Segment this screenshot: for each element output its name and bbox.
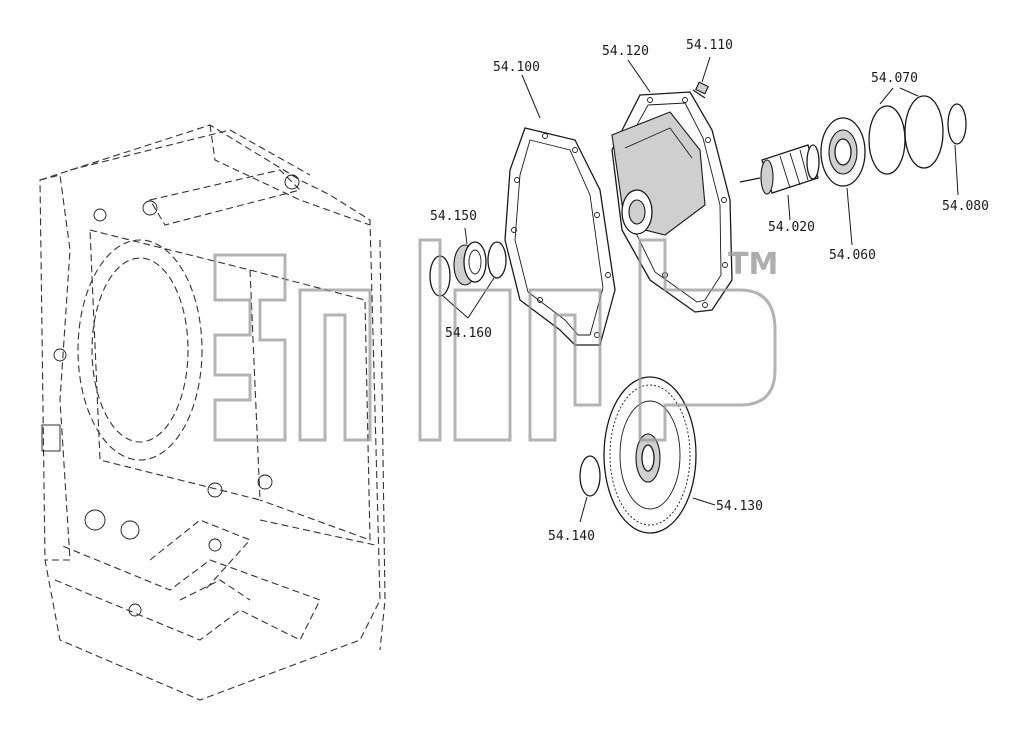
ring-54140 xyxy=(579,455,601,497)
label-54160: 54.160 xyxy=(445,326,492,341)
snap-rings-54070 xyxy=(868,95,944,175)
label-54070: 54.070 xyxy=(871,71,918,86)
label-54140: 54.140 xyxy=(548,529,595,544)
part-labels: 54.100 54.120 54.110 54.070 54.080 54.02… xyxy=(430,38,989,544)
gear-54130 xyxy=(603,376,697,534)
label-54150: 54.150 xyxy=(430,209,477,224)
trademark-mark: TM xyxy=(728,247,778,282)
label-54130: 54.130 xyxy=(716,499,763,514)
leader-lines xyxy=(442,56,959,523)
brand-watermark: TM xyxy=(213,238,778,442)
cover-housing-54120 xyxy=(611,91,733,313)
label-54060: 54.060 xyxy=(829,248,876,263)
bearing-54060 xyxy=(820,117,866,187)
label-54120: 54.120 xyxy=(602,44,649,59)
shaft-54020 xyxy=(739,144,820,195)
label-54100: 54.100 xyxy=(493,60,540,75)
bolt-54110 xyxy=(692,81,709,99)
snap-ring-54080 xyxy=(947,103,967,145)
transmission-housing xyxy=(39,124,386,701)
label-54020: 54.020 xyxy=(768,220,815,235)
label-54080: 54.080 xyxy=(942,199,989,214)
label-54110: 54.110 xyxy=(686,38,733,53)
bushing-54150 xyxy=(453,241,487,286)
